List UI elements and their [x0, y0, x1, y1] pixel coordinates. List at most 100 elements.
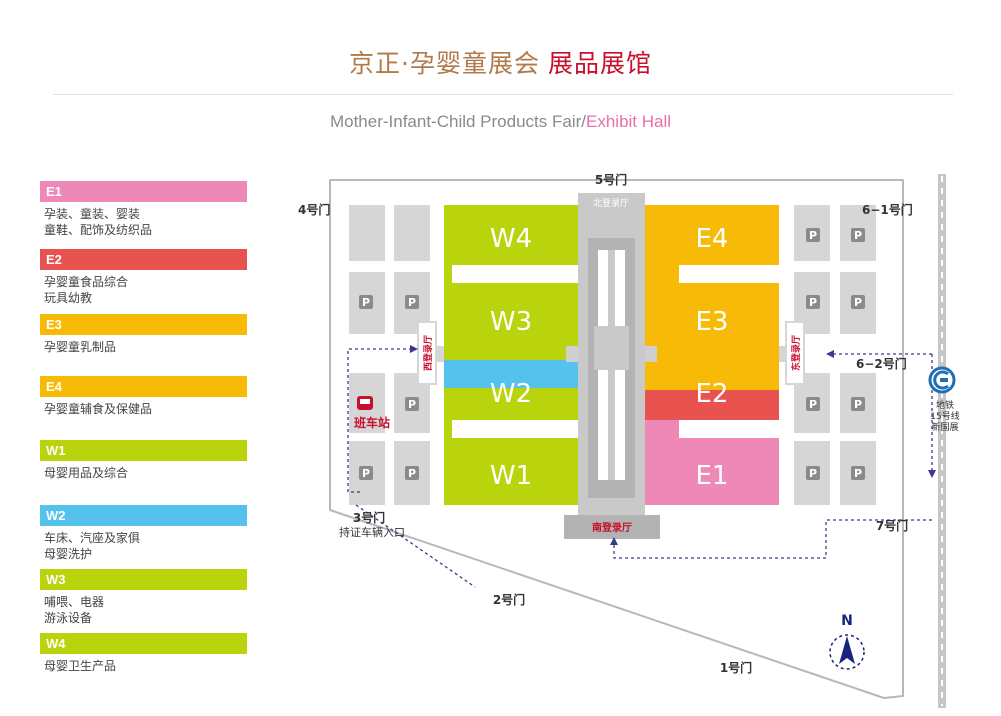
hall-e2-band [645, 390, 779, 420]
svg-text:P: P [809, 229, 817, 242]
legend-line: 母婴卫生产品 [44, 659, 117, 673]
west-lobby [417, 321, 437, 385]
legend-code: W1 [40, 440, 247, 461]
north-lobby-label: 北登录厅 [593, 198, 629, 209]
hall-gap [679, 265, 779, 283]
legend-description: 哺喂、电器 游泳设备 [40, 594, 250, 626]
parking-icon: P [806, 397, 820, 411]
svg-text:P: P [809, 398, 817, 411]
legend-line: 孕婴童食品综合 [44, 275, 129, 289]
parking-icons-east: P P P P P P P P [806, 228, 865, 480]
hall-labels: W4 W3 W2 W1 E4 E3 E2 E1 [490, 224, 729, 491]
legend-description: 母婴用品及综合 [40, 465, 250, 481]
legend-line: 孕婴童辅食及保健品 [44, 402, 153, 416]
parking-icon: P [851, 466, 865, 480]
gate-3-note: 持证车辆入口 [339, 525, 405, 539]
hall-gap [679, 420, 779, 438]
svg-text:P: P [408, 467, 416, 480]
legend-code: W3 [40, 569, 247, 590]
hall-label-w1: W1 [490, 461, 532, 491]
svg-text:新国展: 新国展 [931, 421, 958, 433]
shuttle-label: 班车站 [354, 415, 390, 430]
east-blocks [794, 205, 876, 505]
legend-item-w3: W3 哺喂、电器 游泳设备 [40, 569, 250, 626]
hall-label-e3: E3 [696, 307, 729, 337]
gate-6-2-label: 6−2号门 [856, 356, 907, 371]
title-main: 京正·孕婴童展会 [349, 49, 540, 78]
parking-icon: P [806, 228, 820, 242]
legend-line: 游泳设备 [44, 611, 93, 625]
parking-icon: P [851, 295, 865, 309]
legend-code: E4 [40, 376, 247, 397]
legend-code: W2 [40, 505, 247, 526]
svg-text:P: P [362, 296, 370, 309]
central-spine [564, 193, 660, 539]
parking-icon: P [851, 397, 865, 411]
compass-icon [829, 634, 865, 670]
hall-gap [452, 265, 578, 283]
hall-label-w2: W2 [490, 379, 532, 409]
svg-text:P: P [809, 467, 817, 480]
hall-w2-band [444, 360, 578, 388]
legend-code: E3 [40, 314, 247, 335]
south-lobby [564, 515, 660, 539]
legend-description: 车床、汽座及家俱 母婴洗护 [40, 530, 250, 562]
legend-line: 哺喂、电器 [44, 595, 105, 609]
legend-description: 母婴卫生产品 [40, 658, 250, 674]
hall-label-e2: E2 [696, 379, 729, 409]
page-title: 京正·孕婴童展会展品展馆 [0, 44, 1001, 80]
gate-4-label: 4号门 [298, 202, 330, 217]
west-halls [444, 205, 578, 505]
metro-label: 地铁 15号线 新国展 [930, 399, 959, 433]
legend-line: 玩具幼教 [44, 291, 93, 305]
metro-icon [928, 366, 956, 394]
hall-label-e1: E1 [696, 461, 729, 491]
svg-text:地铁: 地铁 [936, 399, 954, 411]
legend-item-e1: E1 孕装、童装、婴装 童鞋、配饰及纺织品 [40, 181, 250, 238]
parking-icon: P [806, 295, 820, 309]
legend-description: 孕装、童装、婴装 童鞋、配饰及纺织品 [40, 206, 250, 238]
gate-5-label: 5号门 [595, 172, 627, 187]
legend-item-w2: W2 车床、汽座及家俱 母婴洗护 [40, 505, 250, 562]
legend-description: 孕婴童食品综合 玩具幼教 [40, 274, 250, 306]
parking-icon: P [405, 397, 419, 411]
parking-icon: P [405, 295, 419, 309]
subtitle-main: Mother-Infant-Child Products Fair/ [329, 112, 586, 131]
legend-item-e4: E4 孕婴童辅食及保健品 [40, 376, 250, 417]
svg-text:P: P [408, 296, 416, 309]
svg-text:P: P [854, 467, 862, 480]
bus-icon [357, 396, 373, 410]
hall-gap [452, 420, 578, 438]
parking-icon: P [359, 466, 373, 480]
gate-7-label: 7号门 [876, 518, 908, 533]
svg-text:P: P [408, 398, 416, 411]
east-lobby [785, 321, 805, 385]
west-lobby-label: 西登录厅 [422, 335, 434, 371]
east-halls [645, 205, 779, 505]
title-divider [53, 94, 953, 95]
legend-description: 孕婴童乳制品 [40, 339, 250, 355]
legend-code: E1 [40, 181, 247, 202]
hall-label-w4: W4 [490, 224, 532, 254]
gate-labels: 5号门 4号门 6−1号门 6−2号门 3号门 2号门 1号门 7号门 [298, 172, 913, 675]
legend-description: 孕婴童辅食及保健品 [40, 401, 250, 417]
compass-label: N [841, 613, 853, 629]
parking-icons-west: P P P P P [359, 295, 419, 480]
parking-icon: P [851, 228, 865, 242]
site-boundary [329, 179, 904, 699]
route-arrows [410, 345, 936, 545]
gate-2-label: 2号门 [493, 592, 525, 607]
legend-line: 母婴洗护 [44, 547, 93, 561]
svg-text:15号线: 15号线 [930, 410, 959, 422]
svg-text:P: P [809, 296, 817, 309]
parking-icon: P [806, 466, 820, 480]
legend-item-w4: W4 母婴卫生产品 [40, 633, 250, 674]
east-lobby-label: 东登录厅 [790, 335, 802, 371]
parking-icon: P [405, 466, 419, 480]
legend-item-e3: E3 孕婴童乳制品 [40, 314, 250, 355]
hall-label-e4: E4 [696, 224, 729, 254]
legend-line: 孕装、童装、婴装 [44, 207, 141, 221]
title-accent: 展品展馆 [547, 49, 652, 78]
legend-item-e2: E2 孕婴童食品综合 玩具幼教 [40, 249, 250, 306]
